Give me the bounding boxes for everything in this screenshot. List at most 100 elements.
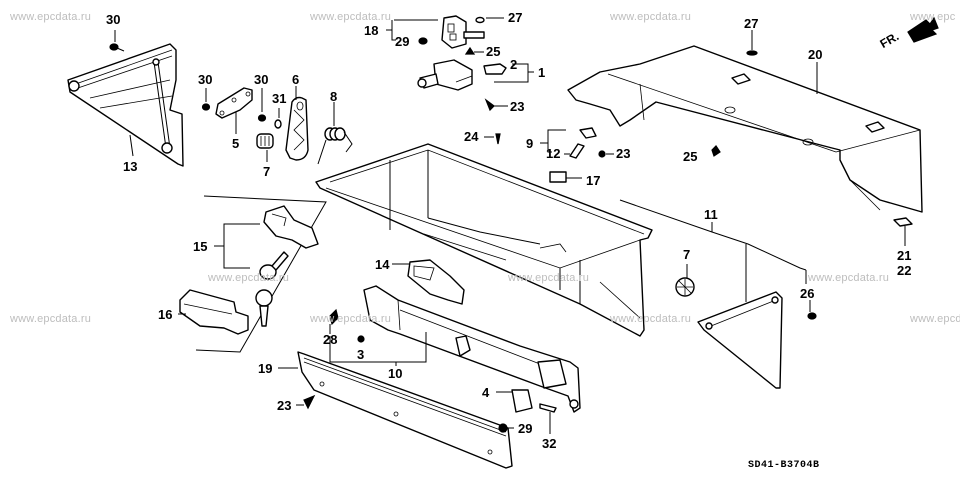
screw-23c <box>303 394 316 410</box>
part-5-stay-plate <box>215 87 253 119</box>
screw-30b <box>201 103 211 111</box>
callout-20[interactable]: 20 <box>808 47 823 62</box>
part-17-stopper <box>549 171 567 183</box>
callout-23[interactable]: 23 <box>616 146 631 161</box>
part-7-cushion-b <box>675 277 695 297</box>
callout-13[interactable]: 13 <box>123 159 138 174</box>
callout-1[interactable]: 1 <box>538 65 546 80</box>
part-11-glove-box <box>315 143 653 337</box>
callout-31[interactable]: 31 <box>272 91 287 106</box>
callout-30[interactable]: 30 <box>106 12 121 27</box>
part-19-lower-cover <box>297 351 513 469</box>
watermark: www.epcdata.ru <box>208 272 290 284</box>
callout-29[interactable]: 29 <box>395 34 410 49</box>
screw-23b <box>598 150 606 158</box>
part-7-cushion-a <box>256 133 274 149</box>
callout-7[interactable]: 7 <box>683 247 691 262</box>
callout-9[interactable]: 9 <box>526 136 534 151</box>
callout-17[interactable]: 17 <box>586 173 601 188</box>
callout-23[interactable]: 23 <box>510 99 525 114</box>
part-2-bulb <box>483 63 507 75</box>
callout-32[interactable]: 32 <box>542 436 557 451</box>
front-direction-arrow <box>907 16 939 43</box>
callout-25[interactable]: 25 <box>486 44 501 59</box>
callout-25[interactable]: 25 <box>683 149 698 164</box>
screw-30c <box>257 114 267 122</box>
part-9-catch-plate <box>579 127 597 139</box>
callout-14[interactable]: 14 <box>375 257 390 272</box>
watermark: www.epcdata.ru <box>910 313 960 325</box>
callout-30[interactable]: 30 <box>198 72 213 87</box>
callout-2[interactable]: 2 <box>510 57 518 72</box>
diagram-code: SD41-B3704B <box>748 460 820 471</box>
screw-29b <box>498 423 508 433</box>
bracket-18 <box>391 20 396 41</box>
callout-27[interactable]: 27 <box>744 16 759 31</box>
callout-21[interactable]: 21 <box>897 248 912 263</box>
callout-12[interactable]: 12 <box>546 146 561 161</box>
watermark: www.epcdata.ru <box>310 11 392 23</box>
screw-26 <box>807 312 817 320</box>
callout-8[interactable]: 8 <box>330 89 338 104</box>
screw-25a <box>464 46 476 55</box>
lock-group-outline <box>195 195 327 353</box>
part-13-side-panel <box>67 43 184 167</box>
clip-27a <box>475 16 485 24</box>
callout-24[interactable]: 24 <box>464 129 479 144</box>
part-8-spring <box>317 127 353 165</box>
callout-6[interactable]: 6 <box>292 72 300 87</box>
washer-31 <box>274 119 282 129</box>
part-12-catch <box>569 143 585 159</box>
callout-23[interactable]: 23 <box>277 398 292 413</box>
callout-18[interactable]: 18 <box>364 23 379 38</box>
stay-bracket-right <box>697 291 783 389</box>
callout-30[interactable]: 30 <box>254 72 269 87</box>
watermark: www.epcdata.ru <box>610 11 692 23</box>
screw-23a <box>484 98 495 112</box>
clip-24 <box>495 133 501 145</box>
bracket-1 <box>494 63 529 83</box>
callout-7[interactable]: 7 <box>263 164 271 179</box>
bracket-15 <box>223 223 260 269</box>
watermark: www.epcdata.ru <box>508 272 590 284</box>
callout-26[interactable]: 26 <box>800 286 815 301</box>
screw-25b <box>711 145 721 157</box>
nut-3 <box>357 335 365 343</box>
part-1-switch <box>417 59 473 91</box>
callout-29[interactable]: 29 <box>518 421 533 436</box>
callout-4[interactable]: 4 <box>482 385 490 400</box>
callout-19[interactable]: 19 <box>258 361 273 376</box>
callout-15[interactable]: 15 <box>193 239 208 254</box>
callout-16[interactable]: 16 <box>158 307 173 322</box>
part-18-light-housing <box>441 15 485 49</box>
watermark: www.epcdata.ru <box>808 272 890 284</box>
screw-28 <box>329 308 339 326</box>
callout-3[interactable]: 3 <box>357 347 365 362</box>
watermark: www.epc <box>910 11 956 23</box>
clip-27b <box>746 50 758 56</box>
callout-27[interactable]: 27 <box>508 10 523 25</box>
watermark: www.epcdata.ru <box>310 313 392 325</box>
watermark: www.epcdata.ru <box>10 313 92 325</box>
part-4-hinge <box>511 389 533 413</box>
callout-28[interactable]: 28 <box>323 332 338 347</box>
watermark: www.epcdata.ru <box>610 313 692 325</box>
callout-5[interactable]: 5 <box>232 136 240 151</box>
part-16-handle <box>179 289 249 335</box>
part-6-damper-bracket <box>285 96 309 161</box>
watermark: www.epcdata.ru <box>10 11 92 23</box>
part-10-hinge-bar <box>363 285 581 413</box>
callout-10[interactable]: 10 <box>388 366 403 381</box>
screw-30a <box>109 43 125 52</box>
part-32-pin <box>539 403 557 413</box>
bracket-9 <box>547 129 566 153</box>
callout-11[interactable]: 11 <box>704 207 718 222</box>
screw-29a <box>418 37 428 45</box>
part-15-keys <box>255 251 289 327</box>
leader-11-line <box>619 199 807 271</box>
bracket-10 <box>329 332 427 363</box>
part-21-clip <box>893 217 913 227</box>
part-20-upper-panel <box>567 45 923 213</box>
callout-22[interactable]: 22 <box>897 263 912 278</box>
